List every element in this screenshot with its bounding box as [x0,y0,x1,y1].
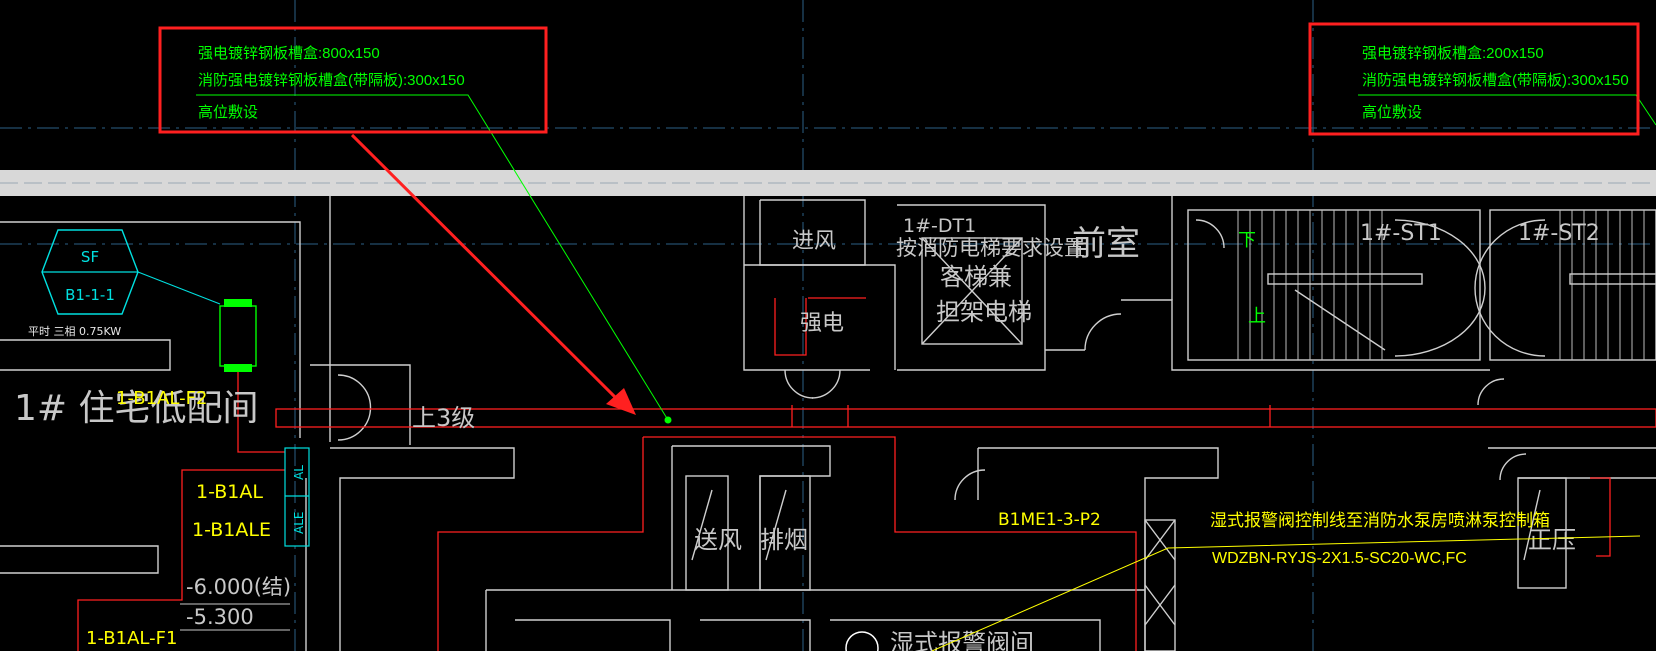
room-distribution: 1# 住宅低配间 [14,388,259,429]
room-makeup-air: 送风 [694,526,742,554]
panel-b1me: B1ME1-3-P2 [998,510,1101,530]
cable-note-leader [931,535,1641,651]
level-finish: -5.300 [186,605,254,629]
level-labels: -6.000(结) -5.300 [180,575,291,631]
leader-dot [664,416,672,424]
room-pressurize: 正压 [1528,526,1576,554]
stair-1-tag: 1#-ST1 [1360,221,1442,246]
feeder-f1: 1-B1AL-F1 [86,628,177,649]
stair-up: 上 [1248,306,1266,327]
cable-note[interactable]: 湿式报警阀控制线至消防水泵房喷淋泵控制箱 WDZBN-RYJS-2X1.5-SC… [931,511,1641,651]
callout-right-border [1308,22,1640,136]
fan-tag: SF [81,248,99,266]
annotation-arrow [350,133,636,415]
elevator-note-1: 按消防电梯要求设置 [896,236,1085,260]
callout-left-line1: 强电镀锌钢板槽盒:800x150 [198,44,380,62]
panel-box-ale: ALE [292,512,306,534]
room-smoke-exhaust: 排烟 [760,526,808,554]
corridor-band [0,170,1656,196]
leader-lines [196,94,1656,421]
room-labels: 1# 住宅低配间 进风 强电 按消防电梯要求设置 客梯兼 担架电梯 1#-DT1… [14,215,1600,651]
panel-al-label: 1-B1AL [196,481,263,503]
callout-left-line3: 高位敷设 [198,103,258,121]
elevator-tag: 1#-DT1 [903,215,976,237]
callout-right[interactable]: 强电镀锌钢板槽盒:200x150 消防强电镀锌钢板槽盒(带隔板):300x150… [1308,22,1640,136]
callout-left-border [158,26,548,134]
fan-code: B1-1-1 [65,286,115,304]
stair-down: 下 [1238,230,1256,251]
level-structural: -6.000(结) [186,575,291,599]
callout-left-line2: 消防强电镀锌钢板槽盒(带隔板):300x150 [198,71,465,89]
stair-2-tag: 1#-ST2 [1518,221,1600,246]
power-routing [77,297,1656,651]
callout-right-line2: 消防强电镀锌钢板槽盒(带隔板):300x150 [1362,71,1629,89]
walls [0,196,1656,651]
panel-boxes[interactable]: AL ALE [284,447,310,547]
room-alarm-valve: 湿式报警阀间 [890,629,1034,651]
panel-labels: 1-B1AL-F2 1-B1AL 1-B1ALE 1-B1AL-F1 B1ME1… [86,388,1101,649]
fan-rating: 平时 三相 0.75KW [28,325,121,338]
stair-marks: 下 上 [1238,230,1266,327]
room-anteroom: 前室 [1072,224,1140,264]
fan-control-box[interactable] [219,299,257,372]
room-air-inlet: 进风 [792,229,836,254]
elevator-note-2: 客梯兼 [940,263,1012,291]
callout-left[interactable]: 强电镀锌钢板槽盒:800x150 消防强电镀锌钢板槽盒(带隔板):300x150… [158,26,548,134]
feeder-f2: 1-B1AL-F2 [116,388,207,409]
callout-right-line3: 高位敷设 [1362,103,1422,121]
panel-box-al: AL [292,465,306,480]
steps-note: 上3级 [412,404,475,432]
cable-note-line2: WDZBN-RYJS-2X1.5-SC20-WC,FC [1212,550,1467,567]
fan-symbol[interactable]: SF B1-1-1 平时 三相 0.75KW [28,229,221,338]
detail-marker [845,631,879,651]
cable-note-line1: 湿式报警阀控制线至消防水泵房喷淋泵控制箱 [1210,511,1550,530]
panel-box [284,447,310,547]
elevator-note-3: 担架电梯 [936,298,1032,326]
room-strong-current: 强电 [800,311,844,336]
panel-ale-label: 1-B1ALE [192,519,271,541]
callout-right-line1: 强电镀锌钢板槽盒:200x150 [1362,44,1544,62]
